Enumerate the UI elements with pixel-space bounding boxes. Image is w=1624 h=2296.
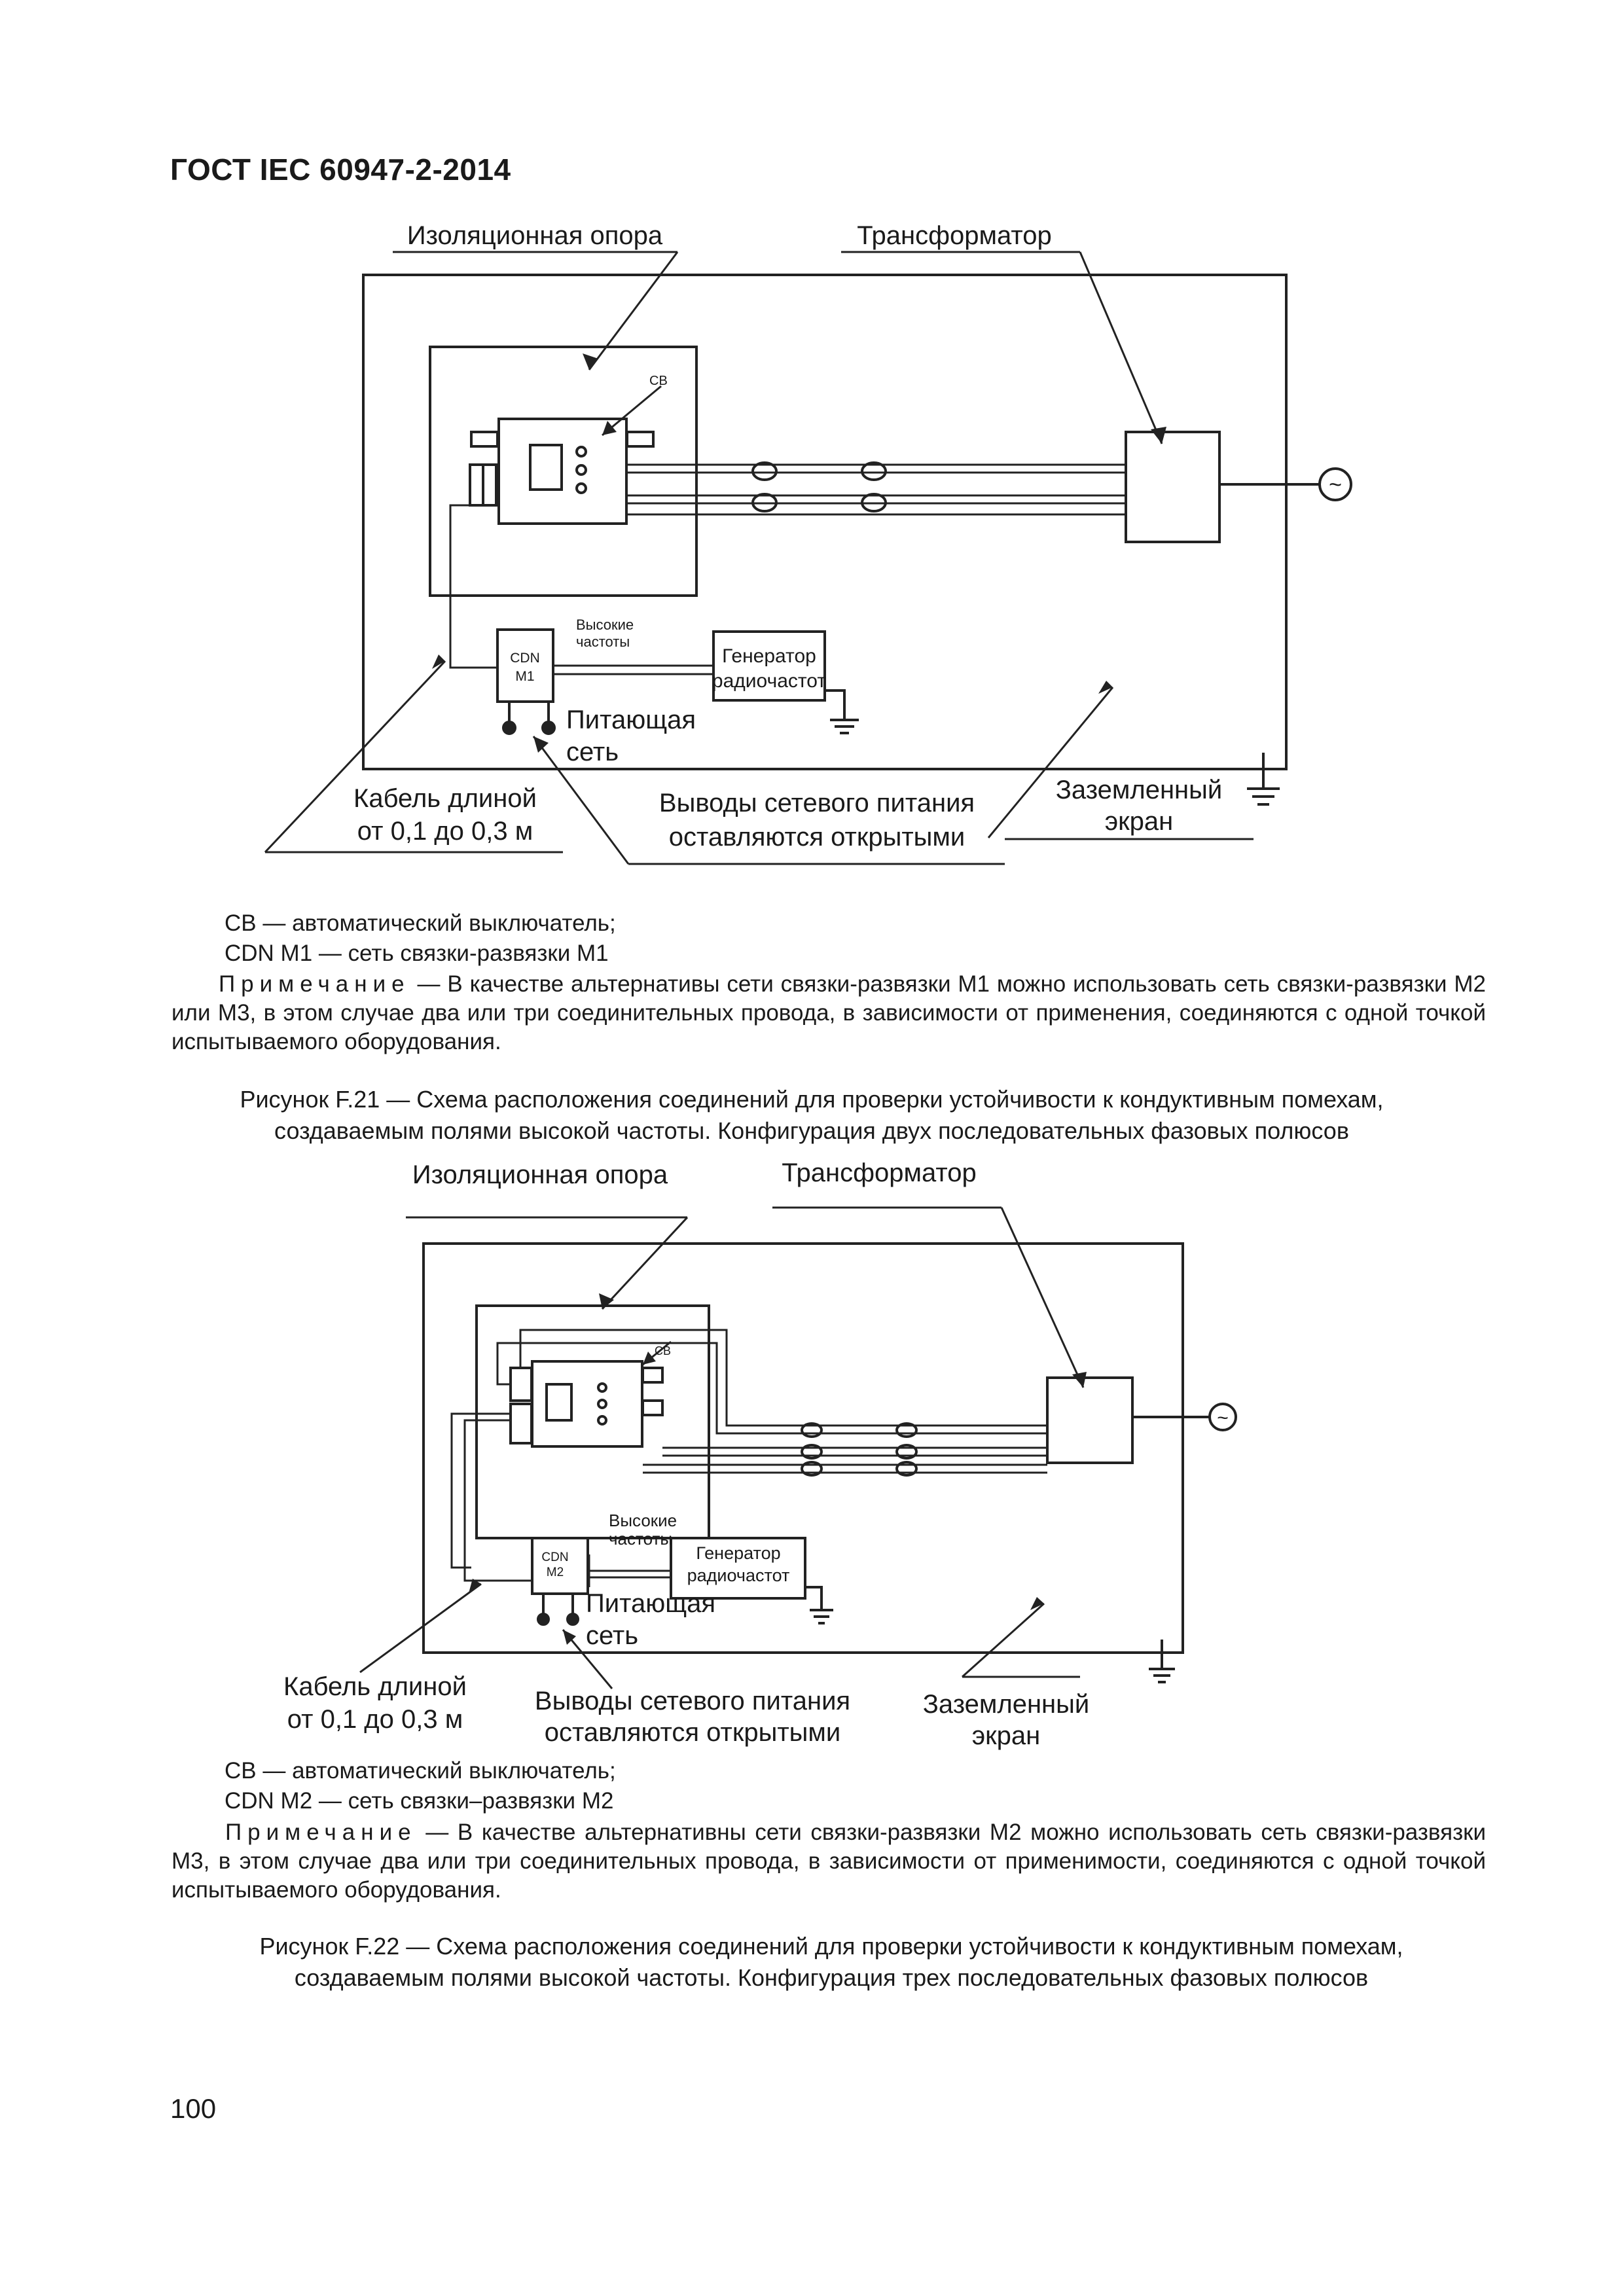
figure-f22-caption: Рисунок F.22 — Схема расположения соедин… — [196, 1931, 1466, 1994]
label-hf: Высокие — [609, 1511, 677, 1530]
transformer — [1046, 1376, 1134, 1464]
page-number: 100 — [170, 2093, 217, 2124]
grounded-screen — [362, 274, 1288, 770]
cdn-box — [496, 628, 554, 703]
document-header: ГОСТ IEC 60947-2-2014 — [170, 152, 511, 187]
ac-symbol: ~ — [1217, 1407, 1229, 1429]
label-screen: Заземленный — [923, 1690, 1089, 1719]
grounded-screen — [422, 1242, 1184, 1654]
label-hf-2: частоты — [609, 1529, 672, 1549]
label-transformer: Трансформатор — [782, 1158, 976, 1187]
label-cable: Кабель длиной — [283, 1672, 467, 1701]
label-mains: Питающая — [566, 706, 696, 734]
caption-line: Рисунок F.21 — Схема расположения соедин… — [240, 1086, 1384, 1113]
label-cable-2: от 0,1 до 0,3 м — [287, 1705, 463, 1734]
label-screen: Заземленный — [1056, 776, 1222, 804]
circuit-breaker — [497, 418, 628, 525]
note-prefix: Примечание — [219, 971, 410, 997]
insulating-support — [475, 1304, 710, 1539]
label-generator-2: радиочастот — [712, 670, 826, 692]
legend-item: CDN M2 — сеть связки–развязки M2 — [225, 1788, 614, 1814]
label-screen-2: экран — [1105, 807, 1174, 836]
label-hf: Высокие — [576, 617, 634, 633]
insulating-support — [429, 346, 698, 597]
label-terminals: Выводы сетевого питания — [659, 789, 975, 817]
label-cb: CB — [655, 1344, 671, 1357]
label-terminals: Выводы сетевого питания — [535, 1687, 850, 1715]
label-screen-2: экран — [972, 1721, 1041, 1750]
label-insulating-support: Изоляционная опора — [412, 1160, 668, 1189]
figure-f22-legend: CB — автоматический выключатель; CDN M2 … — [225, 1756, 1468, 1816]
caption-line: создаваемым полями высокой частоты. Конф… — [274, 1117, 1349, 1144]
label-mains-2: сеть — [566, 738, 619, 766]
label-cable-2: от 0,1 до 0,3 м — [357, 817, 533, 846]
figure-f22-diagram: Изоляционная опора Трансформатор CB CDN … — [283, 1158, 1237, 1750]
ac-source-icon — [1318, 467, 1352, 501]
label-generator: Генератор — [696, 1543, 780, 1563]
label-hf-2: частоты — [576, 634, 630, 650]
label-generator: Генератор — [722, 645, 816, 667]
figure-f21-caption: Рисунок F.21 — Схема расположения соедин… — [164, 1084, 1460, 1147]
legend-item: CDN M1 — сеть связки-развязки M1 — [225, 941, 609, 966]
label-transformer: Трансформатор — [857, 221, 1051, 250]
label-cdn-id: M2 — [547, 1566, 564, 1579]
note-text: — В качестве альтернативны сети связки-р… — [171, 1820, 1486, 1903]
legend-item: CB — автоматический выключатель; — [225, 1758, 616, 1784]
ac-symbol: ~ — [1329, 473, 1342, 497]
cdn-box — [531, 1537, 589, 1595]
label-terminals-2: оставляются открытыми — [669, 823, 965, 852]
ac-source-icon — [1208, 1403, 1237, 1431]
figure-f21-note: Примечание — В качестве альтернативы сет… — [171, 970, 1486, 1056]
note-prefix: Примечание — [225, 1820, 417, 1845]
figure-f22-note: Примечание — В качестве альтернативны се… — [171, 1818, 1486, 1905]
rf-generator — [670, 1537, 806, 1600]
caption-line: Рисунок F.22 — Схема расположения соедин… — [259, 1933, 1403, 1960]
label-terminals-2: оставляются открытыми — [545, 1718, 841, 1747]
rf-generator — [712, 630, 826, 702]
label-mains-2: сеть — [586, 1621, 638, 1650]
legend-item: CB — автоматический выключатель; — [225, 910, 616, 936]
transformer — [1125, 431, 1221, 543]
figure-f21-legend: CB — автоматический выключатель; CDN M1 … — [225, 908, 1468, 969]
figure-f21-diagram: Изоляционная опора Трансформатор CB CDN … — [264, 221, 1352, 865]
label-insulating-support: Изоляционная опора — [407, 221, 663, 250]
label-cdn: CDN — [510, 651, 540, 666]
label-cdn-id: M1 — [515, 669, 534, 684]
caption-line: создаваемым полями высокой частоты. Конф… — [294, 1964, 1369, 1991]
label-cable: Кабель длиной — [353, 784, 537, 813]
note-text: — В качестве альтернативы сети связки-ра… — [171, 971, 1486, 1054]
label-generator-2: радиочастот — [687, 1566, 790, 1585]
label-cb: CB — [649, 374, 668, 388]
circuit-breaker — [531, 1360, 643, 1448]
label-mains: Питающая — [586, 1589, 715, 1618]
label-cdn: CDN — [541, 1551, 568, 1564]
